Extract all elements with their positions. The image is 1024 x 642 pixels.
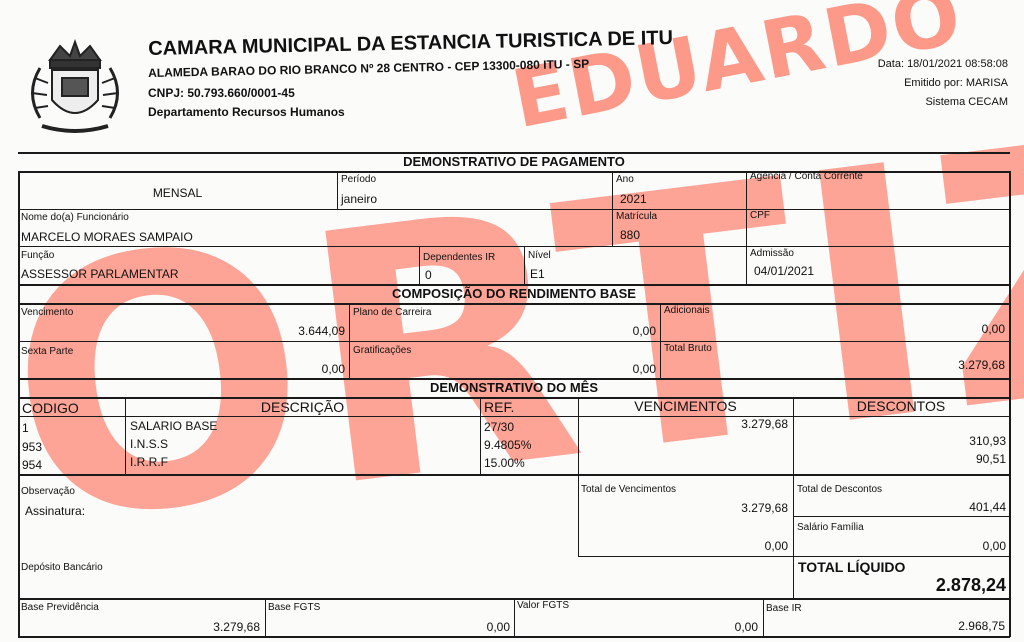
- base-ir-label: Base IR: [766, 603, 802, 614]
- col-ref: REF.: [484, 399, 515, 415]
- periodo-value: janeiro: [341, 192, 378, 206]
- observacao-label: Observação: [21, 486, 75, 497]
- admissao-label: Admissão: [750, 248, 794, 259]
- periodo-label: Período: [341, 174, 377, 185]
- mes-title: DEMONSTRATIVO DO MÊS: [429, 380, 599, 395]
- base-previdencia-label: Base Previdência: [21, 602, 99, 613]
- base-fgts-value: 0,00: [486, 620, 510, 634]
- nome-value: MARCELO MORAES SAMPAIO: [21, 230, 193, 244]
- row-codigo: 1: [22, 421, 29, 435]
- deposito-label: Depósito Bancário: [21, 562, 103, 573]
- total-vencimentos-label: Total de Vencimentos: [581, 484, 677, 495]
- org-address: ALAMEDA BARAO DO RIO BRANCO Nº 28 CENTRO…: [148, 56, 590, 80]
- sexta-value: 0,00: [321, 362, 345, 376]
- agencia-label: Agência / Conta Corrente: [750, 171, 863, 182]
- adicionais-label: Adicionais: [664, 305, 710, 316]
- adicionais-value: 0,00: [981, 322, 1005, 336]
- valor-fgts-label: Valor FGTS: [517, 600, 570, 611]
- ano-label: Ano: [616, 174, 634, 185]
- base-fgts-label: Base FGTS: [268, 602, 321, 613]
- cpf-label: CPF: [750, 210, 770, 221]
- gratificacoes-value: 0,00: [632, 362, 656, 376]
- org-name: CAMARA MUNICIPAL DA ESTANCIA TURISTICA D…: [148, 27, 674, 60]
- total-vencimentos-value: 3.279,68: [741, 501, 788, 515]
- total-descontos-value: 401,44: [969, 500, 1006, 514]
- matricula-label: Matrícula: [616, 211, 658, 222]
- ano-value: 2021: [620, 192, 647, 206]
- assinatura-label: Assinatura:: [25, 504, 86, 518]
- system-name: Sistema CECAM: [925, 96, 1008, 108]
- gratificacoes-label: Gratificações: [353, 345, 412, 356]
- base-previdencia-value: 3.279,68: [213, 620, 260, 634]
- org-department: Departamento Recursos Humanos: [148, 105, 345, 119]
- row-vencimentos: 3.279,68: [741, 417, 788, 431]
- salario-familia-label: Salário Família: [797, 522, 864, 533]
- total-bruto-label: Total Bruto: [664, 343, 712, 354]
- admissao-value: 04/01/2021: [754, 264, 815, 278]
- issue-date: Data: 18/01/2021 08:58:08: [877, 58, 1008, 70]
- row-descontos: 90,51: [975, 452, 1006, 466]
- dependentes-label: Dependentes IR: [423, 252, 496, 263]
- row-codigo: 953: [22, 440, 43, 454]
- row-descricao: I.N.S.S: [130, 437, 169, 451]
- funcao-value: ASSESSOR PARLAMENTAR: [21, 267, 179, 281]
- row-ref: 15.00%: [484, 456, 525, 470]
- dependentes-value: 0: [425, 268, 432, 282]
- col-descricao: DESCRIÇÃO: [260, 399, 345, 415]
- col-codigo: CODIGO: [22, 400, 79, 416]
- col-vencimentos: VENCIMENTOS: [634, 398, 737, 414]
- row-ref: 9.4805%: [484, 438, 532, 452]
- issued-by: Emitido por: MARISA: [904, 77, 1008, 89]
- row-descontos: 310,93: [969, 434, 1006, 448]
- funcao-label: Função: [21, 250, 55, 261]
- total-bruto-value: 3.279,68: [958, 358, 1005, 372]
- payment-type: MENSAL: [152, 186, 203, 200]
- total-liquido-value: 2.878,24: [935, 575, 1006, 595]
- vencimento-label: Vencimento: [21, 307, 74, 318]
- payslip-title: DEMONSTRATIVO DE PAGAMENTO: [403, 154, 625, 169]
- nivel-value: E1: [530, 267, 545, 281]
- org-cnpj: CNPJ: 50.793.660/0001-45: [148, 86, 295, 100]
- total-descontos-label: Total de Descontos: [797, 484, 883, 495]
- row-descricao: I.R.R.F: [130, 455, 168, 469]
- plano-label: Plano de Carreira: [353, 307, 432, 318]
- row-ref: 27/30: [484, 420, 515, 434]
- row-descricao: SALARIO BASE: [130, 419, 218, 433]
- col-descontos: DESCONTOS: [856, 398, 946, 414]
- coat-of-arms-logo: [20, 38, 130, 138]
- total-liquido-label: TOTAL LÍQUIDO: [798, 559, 906, 575]
- nivel-label: Nível: [528, 250, 551, 261]
- base-ir-value: 2.968,75: [958, 619, 1005, 633]
- row-codigo: 954: [22, 458, 43, 472]
- composicao-title: COMPOSIÇÃO DO RENDIMENTO BASE: [392, 286, 636, 301]
- salario-familia-value: 0,00: [982, 539, 1006, 553]
- plano-value: 0,00: [632, 324, 656, 338]
- vencimento-value: 3.644,09: [298, 324, 345, 338]
- sexta-label: Sexta Parte: [21, 346, 74, 357]
- unnamed-total-value: 0,00: [764, 539, 788, 553]
- nome-label: Nome do(a) Funcionário: [21, 212, 129, 223]
- valor-fgts-value: 0,00: [734, 620, 758, 634]
- matricula-value: 880: [620, 228, 641, 242]
